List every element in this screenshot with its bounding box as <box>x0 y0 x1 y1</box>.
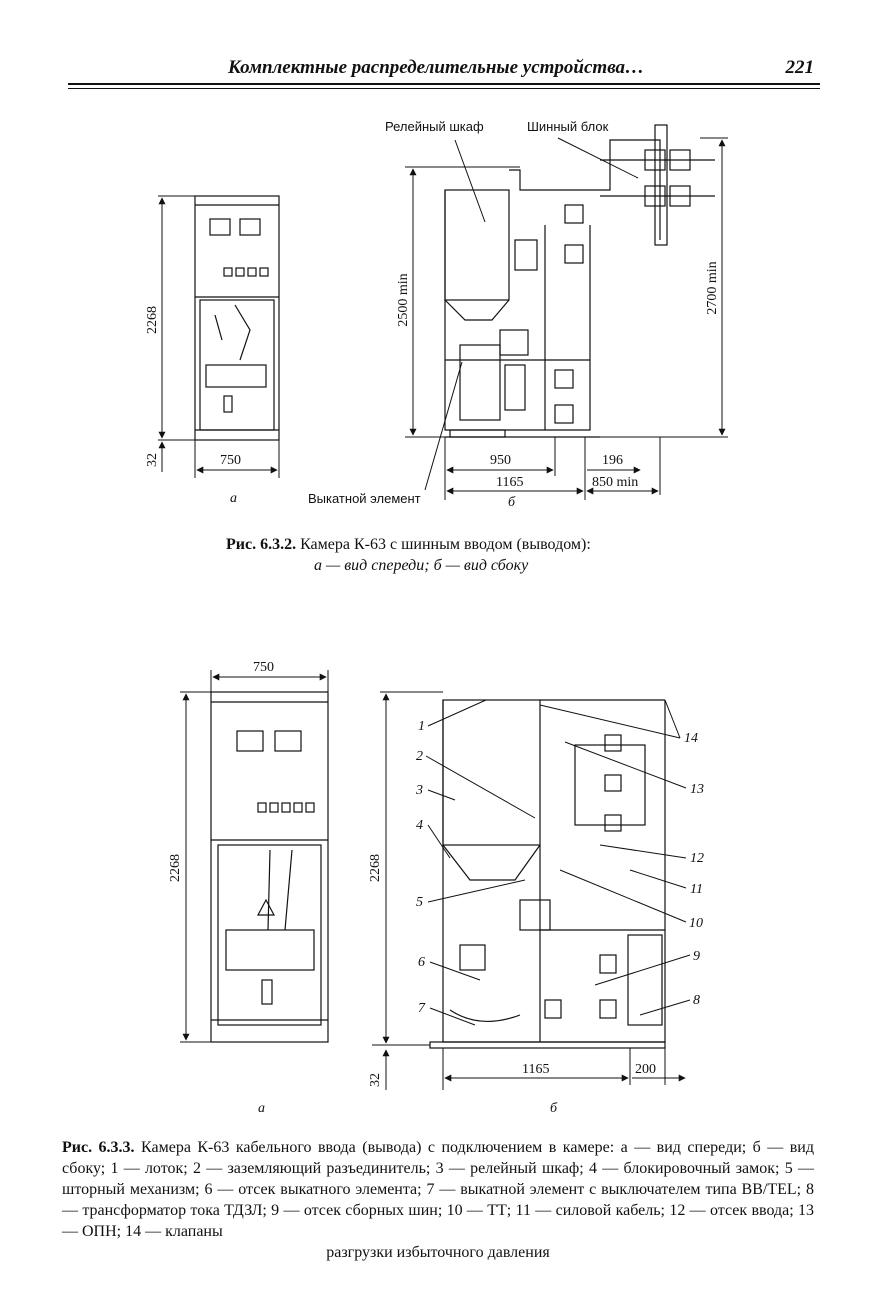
callout-3: 3 <box>415 783 423 798</box>
label-view-b-2: б <box>550 1101 558 1116</box>
figure1-dimensions <box>158 137 728 500</box>
dim-750-b: 750 <box>253 660 274 675</box>
callout-13: 13 <box>690 782 704 797</box>
callout-4: 4 <box>416 818 423 833</box>
callout-12: 12 <box>690 851 704 866</box>
figure1-caption-line1: Камера К-63 с шинным вводом (выводом): <box>300 536 591 553</box>
figure2-number: Рис. 6.3.3. <box>62 1139 135 1156</box>
dim-750: 750 <box>220 453 241 468</box>
label-bus-block: Шинный блок <box>527 119 609 134</box>
header-rule-thin <box>68 88 820 89</box>
figure2-labels: 750 2268 2268 32 1165 200 а б 1 2 3 4 5 … <box>168 660 704 1116</box>
figure2-front-view <box>210 691 329 1043</box>
page-number: 221 <box>785 57 815 78</box>
callout-9: 9 <box>693 949 700 964</box>
figure2-caption: Рис. 6.3.3. Камера К-63 кабельного ввода… <box>62 1137 814 1263</box>
figure1-side-view <box>444 124 715 438</box>
dim-2268: 2268 <box>145 306 160 334</box>
label-relay-cabinet: Релейный шкаф <box>385 119 484 134</box>
callout-7: 7 <box>418 1001 426 1016</box>
callout-14: 14 <box>684 731 698 746</box>
figure2-caption-last: разгрузки избыточного давления <box>326 1244 550 1261</box>
dim-2500-min: 2500 min <box>396 273 411 326</box>
page-header: Комплектные распределительные устройства… <box>68 52 820 92</box>
label-withdrawable: Выкатной элемент <box>308 491 421 506</box>
callout-6: 6 <box>418 955 425 970</box>
figure1-number: Рис. 6.3.2. <box>226 536 297 553</box>
dim-850-min: 850 min <box>592 475 638 490</box>
header-rule <box>68 83 820 85</box>
label-view-b: б <box>508 495 516 510</box>
callout-1: 1 <box>418 719 425 734</box>
callout-8: 8 <box>693 993 700 1008</box>
dim-196: 196 <box>602 453 623 468</box>
figure2-caption-body: Камера К-63 кабельного ввода (вывода) с … <box>62 1139 815 1240</box>
dim-2268-a: 2268 <box>168 854 183 882</box>
figure1-labels: Релейный шкаф Шинный блок Выкатной элеме… <box>145 119 720 510</box>
dim-32-b: 32 <box>368 1073 383 1087</box>
dim-32: 32 <box>145 453 160 467</box>
callout-11: 11 <box>690 882 703 897</box>
figure1-caption: Рис. 6.3.2. Камера К-63 с шинным вводом … <box>226 534 746 576</box>
dim-2268-b: 2268 <box>368 854 383 882</box>
callout-5: 5 <box>416 895 423 910</box>
figure2-side-view <box>429 699 666 1049</box>
dim-1165: 1165 <box>496 475 523 490</box>
label-view-a-2: а <box>258 1101 265 1116</box>
dim-200: 200 <box>635 1062 656 1077</box>
dim-950: 950 <box>490 453 511 468</box>
figure1-caption-line2: а — вид спереди; б — вид сбоку <box>314 557 529 574</box>
dim-1165-b: 1165 <box>522 1062 549 1077</box>
figure1-front-view <box>194 195 280 441</box>
figure2-dimensions <box>180 670 691 1090</box>
label-view-a: а <box>230 491 237 506</box>
callout-2: 2 <box>416 749 423 764</box>
dim-2700-min: 2700 min <box>705 261 720 314</box>
running-head: Комплектные распределительные устройства… <box>228 57 645 78</box>
callout-10: 10 <box>689 916 703 931</box>
